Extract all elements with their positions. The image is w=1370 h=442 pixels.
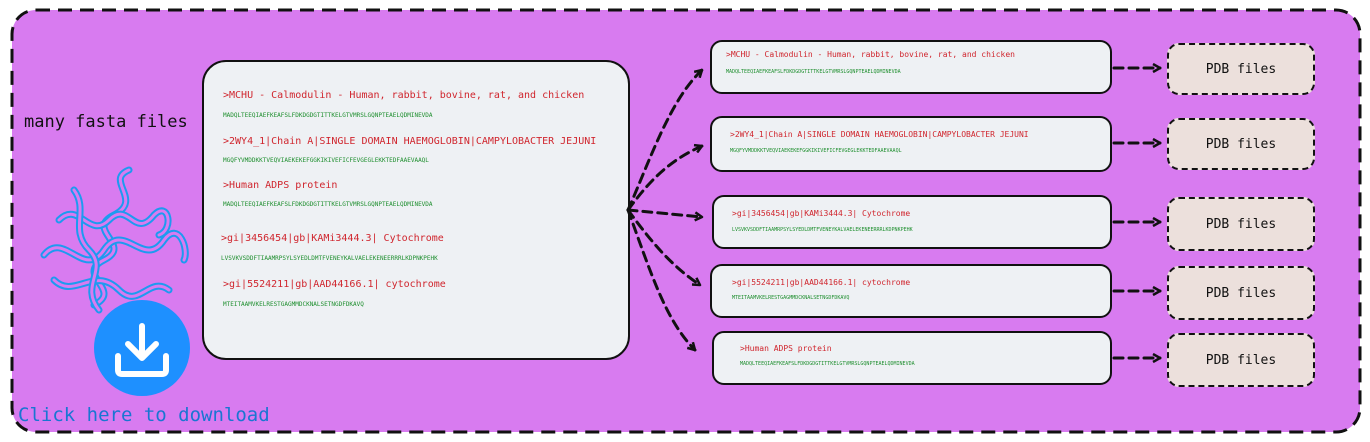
output-fasta-box: >MCHU - Calmodulin - Human, rabbit, bovi…: [710, 40, 1112, 94]
input-entry-header: >2WY4_1|Chain A|SINGLE DOMAIN HAEMOGLOBI…: [223, 136, 597, 147]
pdb-files-box[interactable]: PDB files: [1167, 118, 1315, 170]
output-entry-header: >MCHU - Calmodulin - Human, rabbit, bovi…: [726, 50, 1015, 59]
pdb-files-label: PDB files: [1205, 352, 1277, 368]
output-fasta-box: >2WY4_1|Chain A|SINGLE DOMAIN HAEMOGLOBI…: [710, 116, 1112, 172]
input-entry-sequence: MADQLTEEQIAEFKEAFSLFDKDGDGTITTKELGTVMRSL…: [223, 112, 433, 119]
input-entry-sequence: MGQFYVMDDKKTVEQVIAEKEKEFGGKIKIVEFICFEVGE…: [223, 157, 429, 164]
input-entry-sequence: MTEITAAMVKELRESTGAGMMDCKNALSETNGDFDKAVQ: [223, 301, 364, 308]
pdb-files-box[interactable]: PDB files: [1167, 197, 1315, 251]
pdb-files-label: PDB files: [1205, 61, 1277, 77]
download-icon: [115, 323, 169, 377]
download-link[interactable]: Click here to download: [18, 404, 270, 426]
split-arrow: [626, 68, 704, 212]
pdb-files-label: PDB files: [1205, 216, 1277, 232]
output-entry-sequence: LVSVKVSDDFTIAAMRPSYLSYEDLDMTFVENEYKALVAE…: [732, 227, 913, 233]
input-entry-sequence: LVSVKVSDDFTIAAMRPSYLSYEDLDMTFVENEYKALVAE…: [221, 255, 438, 262]
input-entry-header: >Human ADPS protein: [223, 180, 338, 191]
pdb-files-box[interactable]: PDB files: [1167, 266, 1315, 320]
title-label: many fasta files: [24, 112, 188, 132]
output-entry-sequence: MADQLTEEQIAEFKEAFSLFDKDGDGTITTKELGTVMRSL…: [740, 361, 915, 367]
input-entry-header: >gi|5524211|gb|AAD44166.1| cytochrome: [223, 279, 446, 290]
output-entry-header: >2WY4_1|Chain A|SINGLE DOMAIN HAEMOGLOBI…: [730, 130, 1029, 139]
output-entry-header: >Human ADPS protein: [740, 344, 832, 353]
output-entry-header: >gi|3456454|gb|KAMi3444.3| Cytochrome: [732, 209, 911, 218]
output-fasta-box: >gi|3456454|gb|KAMi3444.3| Cytochrome LV…: [712, 195, 1112, 249]
pdb-files-box[interactable]: PDB files: [1167, 43, 1315, 95]
pdb-files-label: PDB files: [1205, 136, 1277, 152]
split-arrow: [626, 208, 702, 287]
split-arrow: [626, 146, 704, 212]
output-entry-header: >gi|5524211|gb|AAD44166.1| cytochrome: [732, 278, 911, 287]
output-entry-sequence: MGQFYVMDDKKTVEQVIAEKEKEFGGKIKIVEFICFEVGE…: [730, 148, 902, 154]
input-entry-sequence: MADQLTEEQIAEFKEAFSLFDKDGDGTITTKELGTVMRSL…: [223, 201, 433, 208]
input-entry-header: >MCHU - Calmodulin - Human, rabbit, bovi…: [223, 90, 585, 101]
pdb-files-label: PDB files: [1205, 285, 1277, 301]
pdb-files-box[interactable]: PDB files: [1167, 333, 1315, 387]
output-entry-sequence: MADQLTEEQIAEFKEAFSLFDKDGDGTITTKELGTVMRSL…: [726, 69, 901, 75]
download-button[interactable]: [94, 300, 190, 396]
split-arrow: [626, 208, 697, 352]
output-fasta-box: >gi|5524211|gb|AAD44166.1| cytochrome MT…: [710, 264, 1112, 318]
output-fasta-box: >Human ADPS protein MADQLTEEQIAEFKEAFSLF…: [712, 331, 1112, 385]
output-entry-sequence: MTEITAAMVKELRESTGAGMMDCKNALSETNGDFDKAVQ: [732, 295, 850, 301]
input-entry-header: >gi|3456454|gb|KAMi3444.3| Cytochrome: [221, 233, 444, 244]
protein-structure-icon: [40, 166, 189, 314]
input-fasta-box: [202, 60, 630, 360]
split-arrow: [626, 208, 704, 217]
